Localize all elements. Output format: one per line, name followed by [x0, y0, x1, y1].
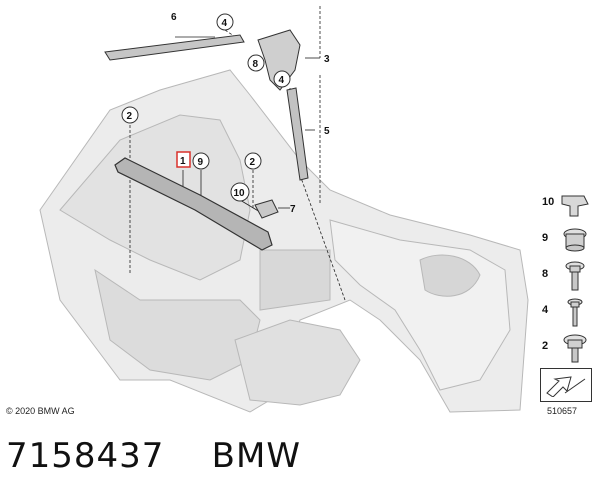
- callout-5: 5: [324, 126, 330, 137]
- part-1-member: [114, 157, 273, 251]
- body-structure: [39, 69, 529, 413]
- copyright-notice: © 2020 BMW AG: [6, 406, 75, 416]
- svg-text:1: 1: [180, 156, 186, 167]
- part-number-caption: 7158437 BMW: [6, 436, 301, 476]
- bolt-icon: [565, 261, 585, 291]
- svg-text:3: 3: [324, 54, 330, 65]
- legend-item-bolt-4: 4: [538, 294, 594, 328]
- drawing-number: 510657: [547, 406, 578, 416]
- svg-text:10: 10: [234, 188, 246, 199]
- bolt-icon: [563, 334, 587, 363]
- callout-4-mid: 4: [273, 70, 291, 88]
- callout-9: 9: [192, 152, 210, 170]
- legend-direction-arrow: [540, 368, 592, 402]
- callout-3: 3: [324, 54, 330, 65]
- svg-text:4: 4: [279, 75, 285, 86]
- clip-icon: [561, 195, 589, 217]
- svg-text:2: 2: [127, 111, 133, 122]
- callout-2-left: 2: [121, 106, 139, 124]
- callout-4-top: 4: [216, 13, 234, 31]
- callout-7: 7: [290, 204, 296, 215]
- arrow-icon: [546, 376, 586, 397]
- legend-item-bolt-2: 2: [538, 330, 594, 364]
- svg-text:8: 8: [253, 59, 259, 70]
- legend-label: 2: [542, 340, 549, 352]
- fastener-legend: 10 9 8 4 2: [538, 186, 594, 404]
- bolt-icon: [567, 298, 583, 327]
- legend-label: 4: [542, 304, 549, 316]
- callout-2-right: 2: [244, 152, 262, 170]
- callout-6: 6: [171, 12, 177, 23]
- nut-icon: [563, 228, 587, 252]
- legend-item-nut: 9: [538, 222, 594, 256]
- legend-label: 8: [542, 268, 549, 280]
- callout-10: 10: [230, 182, 250, 202]
- part-5-brace: [286, 87, 309, 181]
- legend-label: 10: [542, 196, 555, 208]
- svg-text:9: 9: [198, 157, 204, 168]
- svg-text:6: 6: [171, 12, 177, 23]
- svg-text:2: 2: [250, 157, 256, 168]
- callout-8: 8: [247, 54, 265, 72]
- part-7-bracket: [254, 199, 279, 219]
- svg-text:4: 4: [222, 18, 228, 29]
- legend-item-clip: 10: [538, 186, 594, 220]
- svg-text:5: 5: [324, 126, 330, 137]
- part-6-strut: [104, 34, 245, 61]
- svg-text:7: 7: [290, 204, 296, 215]
- legend-item-bolt-8: 8: [538, 258, 594, 292]
- legend-label: 9: [542, 232, 549, 244]
- callout-1-highlighted: 1: [176, 151, 191, 168]
